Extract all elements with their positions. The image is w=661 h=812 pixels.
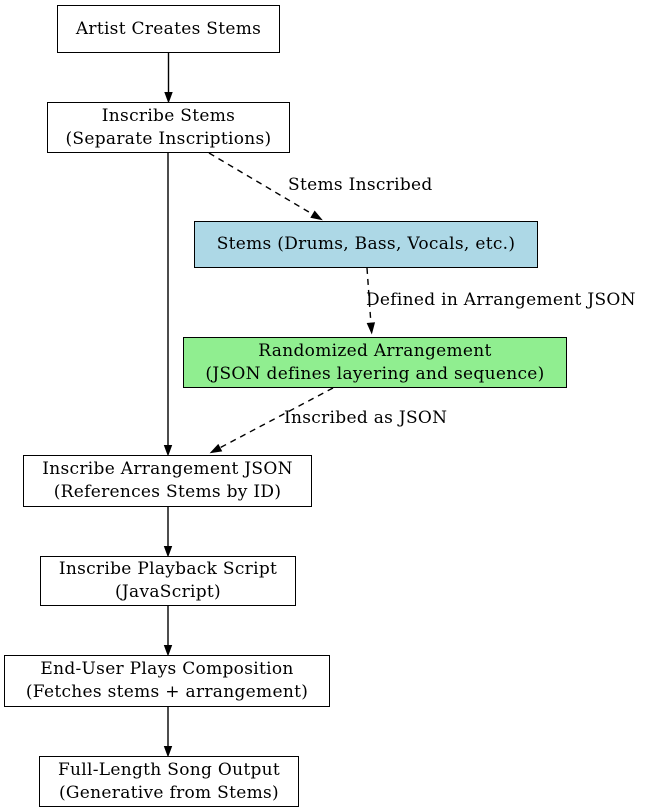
node-inscribe-stems: Inscribe Stems (Separate Inscriptions): [47, 102, 290, 153]
node-artist-creates-stems-label: Artist Creates Stems: [75, 18, 262, 39]
node-stems-label: Stems (Drums, Bass, Vocals, etc.): [216, 234, 516, 254]
edge-randomized-arrangement-to-inscribe-arrangement-json: [209, 387, 334, 454]
node-randomized-arrangement-label: Randomized Arrangement (JSON defines lay…: [205, 340, 545, 384]
node-inscribe-playback-script: Inscribe Playback Script (JavaScript): [40, 556, 296, 606]
node-inscribe-stems-label: Inscribe Stems (Separate Inscriptions): [65, 105, 272, 149]
edge-inscribe-stems-to-inscribe-arrangement-json: [163, 153, 173, 457]
node-end-user-plays-composition: End-User Plays Composition (Fetches stem…: [4, 655, 330, 707]
edge-artist-to-inscribe-stems: [164, 53, 173, 104]
edge-label-inscribed-as-json: Inscribed as JSON: [284, 408, 448, 428]
node-inscribe-playback-script-label: Inscribe Playback Script (JavaScript): [58, 559, 278, 602]
edge-label-defined-in-arrangement-json: Defined in Arrangement JSON: [366, 290, 636, 310]
node-stems: Stems (Drums, Bass, Vocals, etc.): [194, 221, 538, 268]
edge-inscribe-stems-to-stems: [208, 152, 323, 221]
edge-inscribe-arrangement-json-to-playback-script: [163, 507, 173, 558]
node-end-user-plays-composition-label: End-User Plays Composition (Fetches stem…: [25, 659, 309, 702]
node-randomized-arrangement: Randomized Arrangement (JSON defines lay…: [183, 337, 567, 388]
node-full-length-song-output-label: Full-Length Song Output (Generative from…: [57, 759, 281, 803]
edge-end-user-to-song-output: [163, 707, 173, 758]
edge-stems-to-randomized-arrangement: [366, 267, 376, 335]
node-inscribe-arrangement-json-label: Inscribe Arrangement JSON (References St…: [42, 459, 293, 502]
node-artist-creates-stems: Artist Creates Stems: [57, 5, 280, 53]
edge-label-stems-inscribed: Stems Inscribed: [288, 175, 433, 195]
edge-playback-script-to-end-user: [163, 606, 173, 657]
node-full-length-song-output: Full-Length Song Output (Generative from…: [39, 756, 299, 807]
node-inscribe-arrangement-json: Inscribe Arrangement JSON (References St…: [23, 455, 312, 507]
